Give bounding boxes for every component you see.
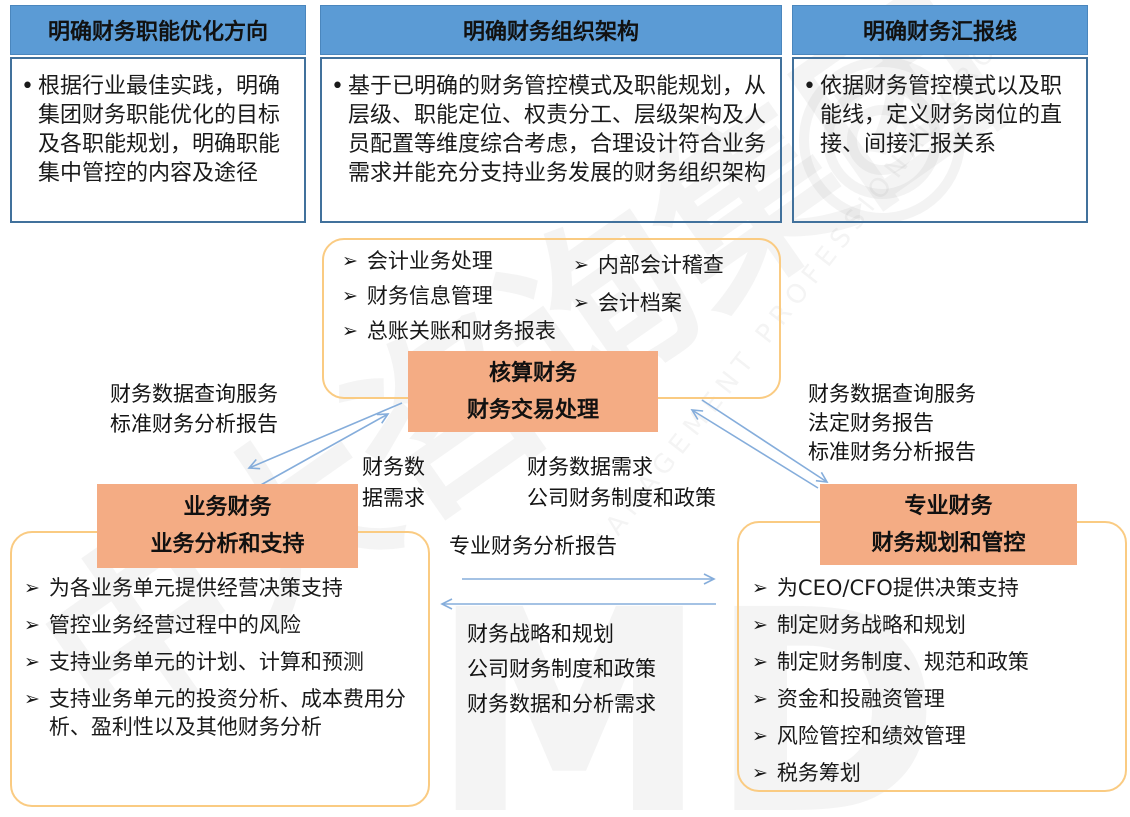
step-3-title: 明确财务汇报线 (792, 5, 1088, 55)
accounting-finance-box: 核算财务 财务交易处理 (408, 351, 658, 432)
list-item: ➢ 管控业务经营过程中的风险 (24, 611, 418, 639)
arrow-bullet-icon: ➢ (752, 651, 768, 673)
flow-label-professional-to-accounting: 财务数据需求 公司财务制度和政策 (527, 455, 716, 510)
list-item: ➢ 总账关账和财务报表 (342, 317, 556, 345)
arrow-bullet-icon: ➢ (24, 688, 40, 710)
process-step-box-1: 明确财务职能优化方向 • 根据行业最佳实践，明确集团财务职能优化的目标及各职能规… (10, 5, 306, 223)
step-1-description: 根据行业最佳实践，明确集团财务职能优化的目标及各职能规划，明确职能集中管控的内容… (37, 74, 280, 186)
flow-label-accounting-to-professional: 财务数据查询服务 法定财务报告 标准财务分析报告 (808, 382, 976, 464)
list-item: ➢ 制定财务战略和规划 (752, 611, 1114, 639)
function-label: 支持业务单元的投资分析、成本费用分析、盈利性以及其他财务分析 (48, 687, 406, 739)
professional-functions-list: ➢ 为CEO/CFO提供决策支持 ➢ 制定财务战略和规划 ➢ 制定财务制度、规范… (752, 574, 1114, 787)
business-functions-list: ➢ 为各业务单元提供经营决策支持 ➢ 管控业务经营过程中的风险 ➢ 支持业务单元… (24, 574, 418, 741)
list-item: ➢ 资金和投融资管理 (752, 685, 1114, 713)
arrow-bullet-icon: ➢ (573, 292, 589, 314)
list-item: ➢ 支持业务单元的计划、计算和预测 (24, 648, 418, 676)
arrow-bullet-icon: ➢ (752, 577, 768, 599)
business-finance-title: 业务财务 (183, 495, 272, 520)
step-1-title: 明确财务职能优化方向 (10, 5, 306, 55)
function-label: 制定财务制度、规范和政策 (776, 650, 1029, 674)
arrow-bullet-icon: ➢ (342, 320, 358, 342)
function-label: 管控业务经营过程中的风险 (48, 613, 301, 637)
step-3-description: 依据财务管控模式以及职能线，定义财务岗位的直接、间接汇报关系 (819, 74, 1062, 157)
list-item: ➢ 风险管控和绩效管理 (752, 722, 1114, 750)
function-label: 内部会计稽查 (597, 253, 724, 277)
function-label: 会计档案 (597, 291, 682, 315)
dot-bullet-icon: • (331, 74, 344, 99)
step-3-description-box: • 依据财务管控模式以及职能线，定义财务岗位的直接、间接汇报关系 (792, 57, 1088, 223)
arrow-bullet-icon: ➢ (24, 651, 40, 673)
professional-finance-title: 专业财务 (904, 493, 993, 519)
arrow-bullet-icon: ➢ (342, 285, 358, 307)
arrow-bullet-icon: ➢ (24, 614, 40, 636)
arrow-bullet-icon: ➢ (752, 762, 768, 784)
flow-label-accounting-to-business: 财务数据查询服务 标准财务分析报告 (110, 382, 278, 436)
arrow-bullet-icon: ➢ (573, 254, 589, 276)
step-1-description-box: • 根据行业最佳实践，明确集团财务职能优化的目标及各职能规划，明确职能集中管控的… (10, 57, 306, 223)
list-item: ➢ 会计业务处理 (342, 247, 556, 275)
accounting-finance-subtitle: 财务交易处理 (466, 397, 599, 423)
dot-bullet-icon: • (803, 74, 816, 99)
accounting-functions-column-2: ➢ 内部会计稽查 ➢ 会计档案 (573, 251, 724, 317)
business-finance-subtitle: 业务分析和支持 (150, 532, 305, 557)
professional-finance-subtitle: 财务规划和管控 (871, 530, 1026, 556)
step-2-title: 明确财务组织架构 (320, 5, 782, 55)
flow-label-business-to-accounting: 财务数 据需求 (362, 455, 425, 510)
step-2-description-box: • 基于已明确的财务管控模式及职能规划，从层级、职能定位、权责分工、层级架构及人… (320, 57, 782, 223)
list-item: ➢ 会计档案 (573, 289, 724, 317)
flow-label-business-to-professional: 专业财务分析报告 (449, 534, 617, 558)
list-item: ➢ 税务筹划 (752, 759, 1114, 787)
function-label: 为各业务单元提供经营决策支持 (48, 576, 343, 600)
function-label: 为CEO/CFO提供决策支持 (776, 576, 1019, 600)
list-item: ➢ 财务信息管理 (342, 282, 556, 310)
list-item: ➢ 为CEO/CFO提供决策支持 (752, 574, 1114, 602)
list-item: ➢ 内部会计稽查 (573, 251, 724, 279)
function-label: 税务筹划 (776, 761, 861, 785)
function-label: 总账关账和财务报表 (366, 319, 556, 343)
dot-bullet-icon: • (21, 74, 34, 99)
function-label: 财务信息管理 (366, 284, 493, 308)
arrow-bullet-icon: ➢ (24, 577, 40, 599)
accounting-functions-column-1: ➢ 会计业务处理 ➢ 财务信息管理 ➢ 总账关账和财务报表 (342, 247, 556, 345)
arrow-bullet-icon: ➢ (342, 250, 358, 272)
function-label: 会计业务处理 (366, 249, 493, 273)
step-2-description: 基于已明确的财务管控模式及职能规划，从层级、职能定位、权责分工、层级架构及人员配… (347, 74, 766, 186)
list-item: ➢ 制定财务制度、规范和政策 (752, 648, 1114, 676)
function-label: 风险管控和绩效管理 (776, 724, 966, 748)
process-step-box-2: 明确财务组织架构 • 基于已明确的财务管控模式及职能规划，从层级、职能定位、权责… (320, 5, 782, 223)
business-finance-box: 业务财务 业务分析和支持 (97, 484, 358, 568)
arrow-bullet-icon: ➢ (752, 725, 768, 747)
accounting-finance-title: 核算财务 (488, 360, 577, 386)
arrow-bullet-icon: ➢ (752, 688, 768, 710)
process-step-box-3: 明确财务汇报线 • 依据财务管控模式以及职能线，定义财务岗位的直接、间接汇报关系 (792, 5, 1088, 223)
list-item: ➢ 支持业务单元的投资分析、成本费用分析、盈利性以及其他财务分析 (24, 685, 418, 741)
function-label: 资金和投融资管理 (776, 687, 945, 711)
function-label: 支持业务单元的计划、计算和预测 (48, 650, 364, 674)
list-item: ➢ 为各业务单元提供经营决策支持 (24, 574, 418, 602)
professional-finance-box: 专业财务 财务规划和管控 (820, 484, 1077, 565)
arrow-bullet-icon: ➢ (752, 614, 768, 636)
flow-label-professional-to-business: 财务战略和规划 公司财务制度和政策 财务数据和分析需求 (467, 622, 656, 716)
function-label: 制定财务战略和规划 (776, 613, 966, 637)
